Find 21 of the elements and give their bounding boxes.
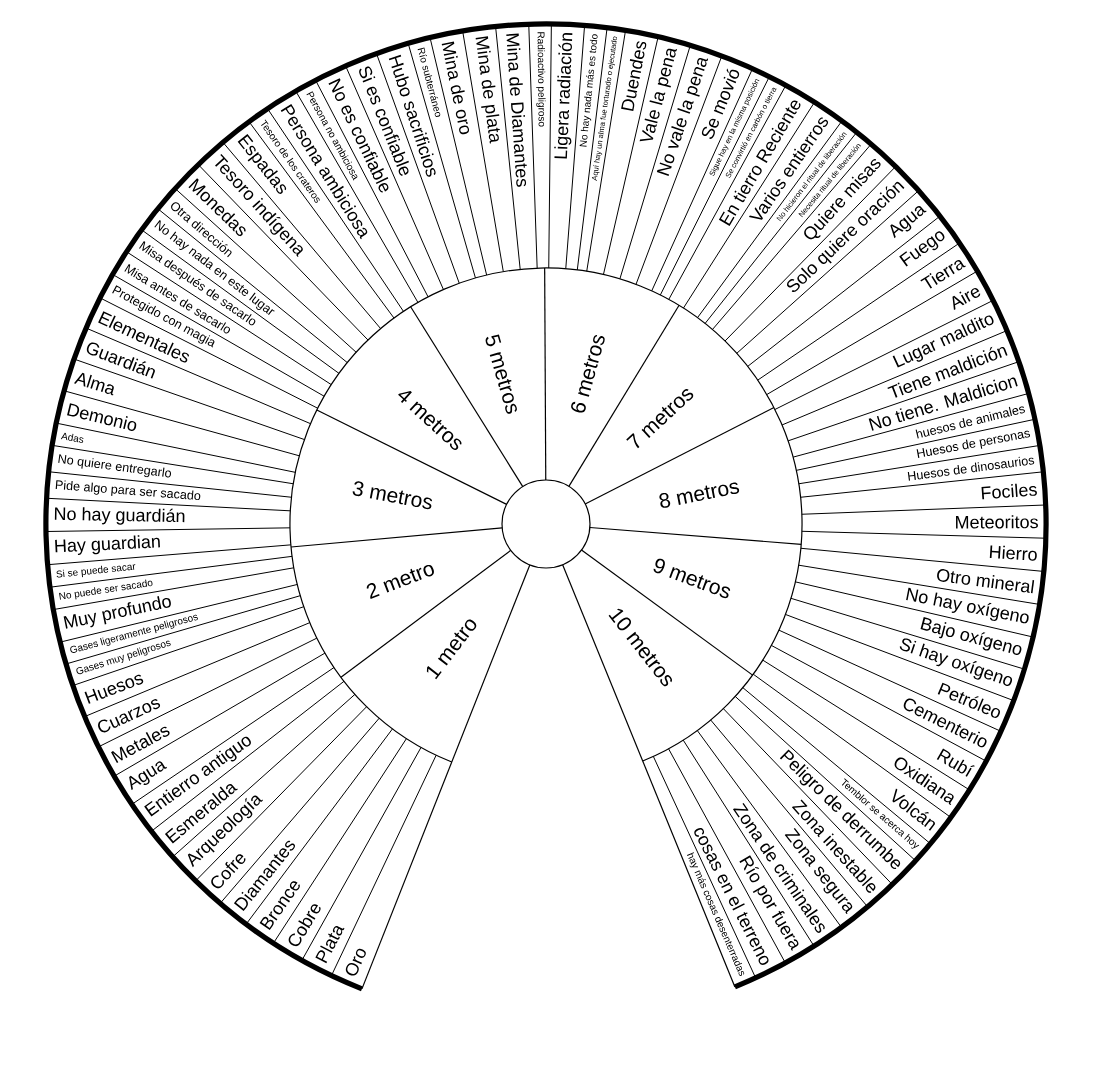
sector-label: 5 metros	[485, 334, 517, 414]
answer-label: Hay guardian	[55, 535, 160, 555]
answer-label: Ligera radiación	[554, 33, 573, 159]
sector-label: 6 metros	[571, 334, 605, 413]
answer-label: Otro mineral	[937, 569, 1035, 594]
answer-label: Mina de plata	[475, 36, 500, 144]
sector-label: 8 metros	[659, 482, 740, 508]
answer-label: Oro	[345, 948, 366, 976]
answer-label: Demonio	[67, 403, 137, 431]
answer-label: Aire	[952, 288, 981, 311]
answer-label: Fociles	[981, 483, 1037, 500]
sector-label: 3 metros	[352, 481, 433, 510]
sector-label: 2 metro	[366, 564, 434, 599]
sector-label: 9 metros	[653, 558, 731, 599]
answer-label: Mina de Diamantes	[506, 33, 527, 187]
answer-label: Mina de oro	[441, 41, 470, 135]
answer-label: Duendes	[621, 41, 647, 112]
answer-label: Meteoritos	[956, 515, 1038, 529]
answer-label: Hierro	[989, 545, 1037, 561]
answer-label: Huesos	[84, 674, 144, 704]
answer-label: No hay guardián	[54, 507, 185, 525]
